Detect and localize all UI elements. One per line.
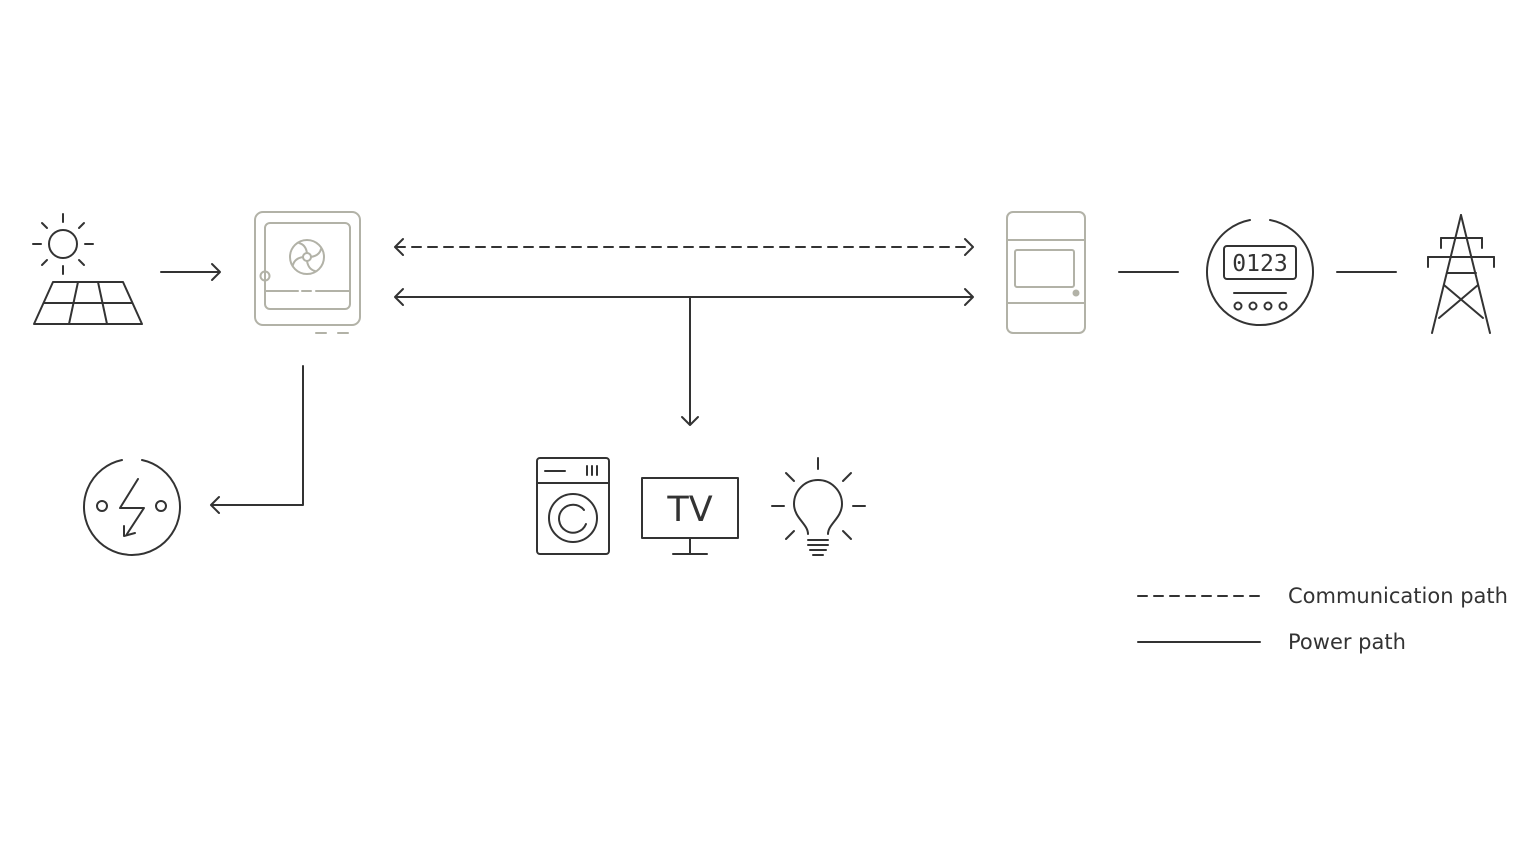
ev-charger-icon	[83, 459, 181, 556]
meter-digits: 0123	[1232, 251, 1287, 277]
power-pylon-icon	[1427, 214, 1495, 334]
tv-label: TV	[666, 490, 712, 530]
communication-path-line	[394, 238, 974, 256]
electricity-meter-icon: 0123	[1206, 219, 1314, 327]
pv-to-inverter-power-arrow	[160, 263, 221, 281]
inverter-meter-power-line	[394, 288, 974, 306]
tv-icon: TV	[641, 477, 739, 555]
backup-power-arrow	[210, 365, 304, 514]
legend: Communication path Power path	[1137, 584, 1508, 654]
din-rail-meter-icon	[1006, 211, 1086, 334]
legend-power-label: Power path	[1288, 630, 1406, 654]
loads-branch-arrow	[681, 296, 699, 426]
washing-machine-icon	[536, 457, 610, 555]
solar-panel-icon	[32, 213, 143, 325]
light-bulb-icon	[771, 457, 866, 556]
inverter-icon	[254, 211, 361, 334]
legend-communication-label: Communication path	[1288, 584, 1508, 608]
